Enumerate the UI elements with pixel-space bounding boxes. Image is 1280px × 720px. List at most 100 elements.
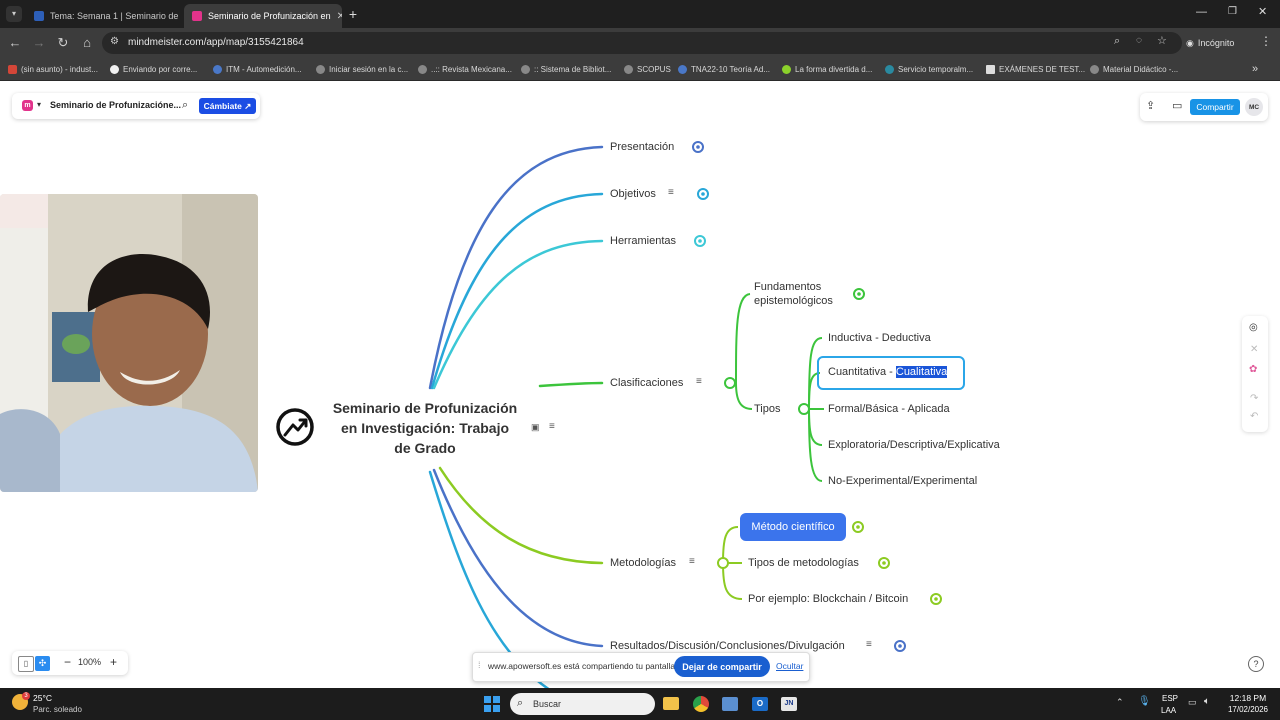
note-icon[interactable]: ≡ [668,187,674,198]
selected-text[interactable]: Cualitativa [895,366,948,378]
magic-icon[interactable]: ✕ [1250,344,1259,355]
chevron-down-icon[interactable]: ▾ [37,100,42,109]
volume-icon[interactable]: 🔈︎ [1204,696,1210,707]
window-minimize-button[interactable]: — [1196,6,1207,18]
taskbar-app-icon[interactable] [722,697,738,711]
bookmark-star-icon[interactable]: ☆ [1157,35,1167,47]
bookmark-item[interactable]: ITM - Automedición... [213,61,302,77]
bookmark-item[interactable]: (sin asunto) - indust... [8,61,98,77]
window-close-button[interactable]: ✕ [1258,6,1268,18]
close-icon[interactable]: ✕ [336,10,342,22]
node-resultados[interactable]: Resultados/Discusión/Conclusiones/Divulg… [610,640,845,652]
mindmap-view-icon[interactable]: ✣ [35,656,50,671]
bookmark-item[interactable]: La forma divertida d... [782,61,872,77]
file-explorer-icon[interactable] [663,697,679,710]
bookmarks-overflow-button[interactable]: » [1252,63,1259,75]
stop-sharing-button[interactable]: Dejar de compartir [674,656,770,677]
present-icon[interactable]: ▭ [1172,100,1183,112]
search-placeholder[interactable]: Buscar [533,699,562,709]
note-icon[interactable]: ≡ [696,376,702,387]
bookmark-item[interactable]: Iniciar sesión en la c... [316,61,408,77]
tab-seminario-semana1[interactable]: Tema: Semana 1 | Seminario de ✕ [26,4,180,28]
note-icon[interactable]: ≡ [689,556,695,567]
help-icon[interactable]: ? [1248,656,1264,672]
chrome-icon[interactable] [693,696,709,712]
node-herramientas[interactable]: Herramientas [610,235,677,247]
taskbar-app-icon[interactable]: JN [781,697,797,711]
zoom-search-icon[interactable]: ⌕ [1114,35,1121,47]
bookmark-item[interactable]: Enviando por corre... [110,61,197,77]
node-cuantitativa-cualitativa[interactable]: Cuantitativa - Cualitativa [828,366,948,378]
tab-seminario-mindmap[interactable]: Seminario de Profunización en ✕ [184,4,342,28]
bookmark-item[interactable]: SCOPUS [624,61,671,77]
node-presentacion[interactable]: Presentación [610,141,675,153]
node-no-experimental-experimental[interactable]: No-Experimental/Experimental [828,475,978,487]
close-icon[interactable]: ✕ [178,11,180,22]
node-ejemplo-blockchain[interactable]: Por ejemplo: Blockchain / Bitcoin [748,593,909,605]
bookmark-item[interactable]: :: Sistema de Bibliot... [521,61,611,77]
keyboard-layout[interactable]: LAA [1161,706,1177,715]
address-bar[interactable] [102,32,1182,54]
drag-handle-icon[interactable]: ⁞ [478,660,481,670]
share-button[interactable]: Compartir [1190,99,1240,115]
bookmark-item[interactable]: Material Didáctico -... [1090,61,1178,77]
node-clasificaciones[interactable]: Clasificaciones [610,377,684,389]
selected-node-frame[interactable] [817,356,965,390]
note-icon[interactable]: ≡ [866,639,872,650]
color-icon[interactable]: ✿ [1249,364,1258,375]
upgrade-button[interactable]: Cámbiate ↗ [199,98,256,114]
image-icon[interactable]: ▣ [531,422,540,432]
site-info-icon[interactable]: ⚙ [110,36,119,47]
node-tipos[interactable]: Tipos [754,403,781,415]
map-title[interactable]: Seminario de Profunizacióne... [50,100,182,110]
forward-button[interactable]: → [30,34,48,52]
search-icon[interactable]: ⌕ [182,99,189,111]
node-fundamentos-epistemologicos[interactable]: Fundamentos epistemológicos [754,281,833,307]
tab-list-button[interactable]: ▾ [6,6,22,22]
reload-icon: ↻ [57,35,69,50]
home-button[interactable]: ⌂ [78,34,96,52]
node-inductiva-deductiva[interactable]: Inductiva - Deductiva [828,332,931,344]
start-button[interactable] [484,696,500,712]
undo-icon[interactable]: ↶ [1250,411,1259,422]
window-restore-button[interactable]: ❐ [1228,6,1237,17]
clock-date[interactable]: 17/02/2026 [1227,705,1269,714]
bookmark-item[interactable]: TNA22-10 Teoría Ad... [678,61,770,77]
export-icon[interactable]: ⇪ [1146,100,1156,112]
show-hidden-icons[interactable]: ⌃ [1116,697,1124,707]
node-objetivos[interactable]: Objetivos [610,188,656,200]
node-metodologias[interactable]: Metodologías [610,557,677,569]
language-indicator[interactable]: ESP [1162,694,1179,703]
clock-time[interactable]: 12:18 PM [1229,693,1267,703]
avatar[interactable]: MC [1245,98,1263,116]
zoom-level[interactable]: 100% [78,657,102,667]
url-text[interactable]: mindmeister.com/app/map/3155421864 [128,37,304,48]
redo-icon[interactable]: ↷ [1250,393,1259,404]
bookmark-item[interactable]: ..:: Revista Mexicana... [418,61,512,77]
new-tab-button[interactable]: + [346,6,360,22]
taskbar-search[interactable] [510,693,655,715]
google-icon [110,64,119,74]
outlook-icon[interactable]: O [752,697,768,711]
focus-icon[interactable]: ◎ [1249,322,1258,333]
eye-off-icon[interactable]: ◌ [1136,35,1142,46]
note-icon[interactable]: ≡ [549,421,555,432]
node-exploratoria-descriptiva-explicativa[interactable]: Exploratoria/Descriptiva/Explicativa [828,439,1000,451]
zoom-out-button[interactable]: − [64,655,72,669]
mindmeister-logo-icon[interactable]: m [22,100,33,111]
incognito-indicator[interactable]: ◉ Incógnito [1186,33,1252,53]
reload-button[interactable]: ↻ [54,34,72,52]
hide-link[interactable]: Ocultar [776,661,804,671]
bookmark-item[interactable]: EXÁMENES DE TEST... [986,61,1085,77]
bookmark-item[interactable]: Servicio temporalm... [885,61,973,77]
microphone-icon[interactable]: 🎙︎ [1138,696,1151,707]
node-metodo-cientifico[interactable]: Método científico [740,513,846,541]
root-node[interactable]: Seminario de Profunización en Investigac… [318,398,532,458]
outline-view-icon[interactable]: ▯ [18,656,34,672]
node-formal-basica-aplicada[interactable]: Formal/Básica - Aplicada [828,403,950,415]
back-button[interactable]: ← [6,34,24,52]
zoom-in-button[interactable]: + [110,655,118,669]
browser-menu-button[interactable]: ⋮ [1260,34,1272,48]
network-icon[interactable]: ▭ [1188,697,1197,707]
node-tipos-de-metodologias[interactable]: Tipos de metodologías [748,557,859,569]
